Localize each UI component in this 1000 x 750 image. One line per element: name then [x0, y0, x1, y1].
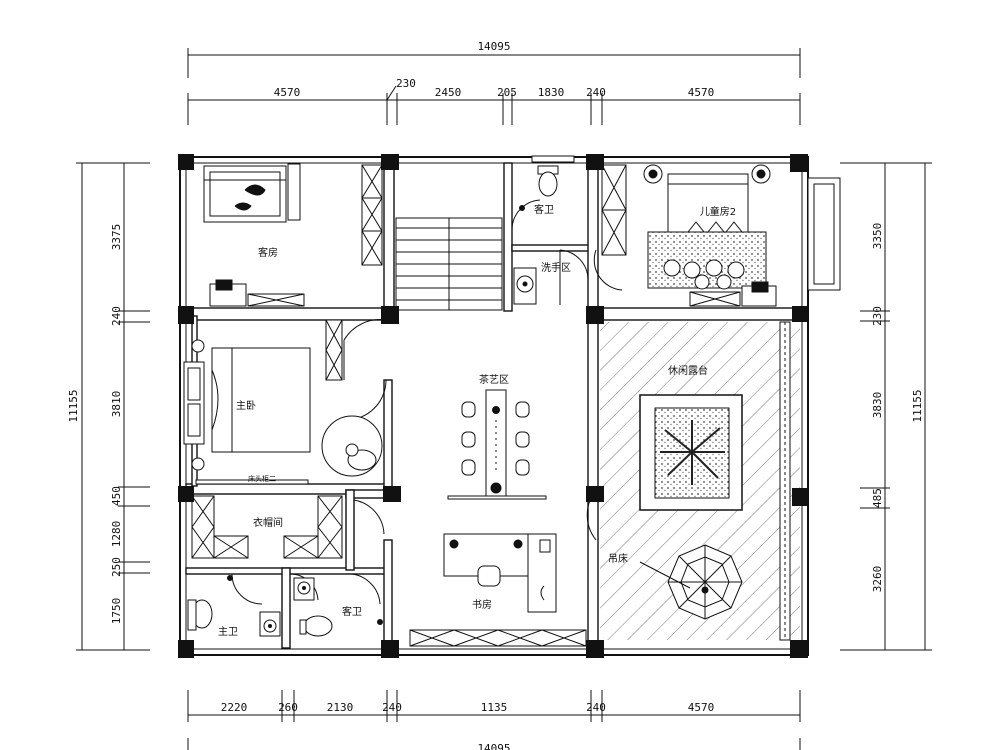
- dim-left-6: 250: [110, 557, 123, 577]
- kids-desk-icon: [689, 281, 777, 307]
- left-dimensions: [76, 162, 150, 651]
- dim-left-3: 3810: [110, 391, 123, 418]
- dim-left-5: 1280: [110, 521, 123, 548]
- study-desk-icon: [443, 533, 557, 613]
- master-chair-icon: [195, 415, 383, 485]
- bottom-dimensions: [187, 690, 801, 750]
- kids-rug-circles: [663, 259, 745, 290]
- label-kids-room: 儿童房2: [700, 205, 736, 218]
- dim-top-4: 205: [497, 86, 517, 99]
- dim-left-total: 11155: [67, 389, 80, 422]
- guest-bath-fixtures-icon: [293, 577, 383, 637]
- dim-bottom-2: 260: [278, 701, 298, 714]
- label-dining: 茶艺区: [479, 373, 509, 386]
- staircase: [395, 217, 503, 311]
- wardrobes: [191, 164, 627, 647]
- dim-right-2: 230: [871, 306, 884, 326]
- dim-right-4: 485: [871, 488, 884, 508]
- dim-left-7: 1750: [110, 598, 123, 625]
- dim-bottom-1: 2220: [221, 701, 248, 714]
- right-dimensions: [840, 162, 932, 651]
- dim-top-7: 4570: [688, 86, 715, 99]
- label-guest-room: 客房: [258, 246, 278, 259]
- label-hammock: 吊床: [608, 552, 628, 565]
- dim-left-2: 240: [110, 306, 123, 326]
- label-leisure-terrace: 休闲露台: [668, 364, 708, 377]
- label-walk-in-closet: 衣帽间: [253, 516, 283, 529]
- dim-bottom-7: 4570: [688, 701, 715, 714]
- label-study: 书房: [472, 598, 492, 611]
- master-toilet-icon: [187, 575, 281, 637]
- dim-right-total: 11155: [911, 389, 924, 422]
- dim-top-total: 14095: [477, 40, 510, 53]
- dim-left-4: 450: [110, 486, 123, 506]
- dim-right-1: 3350: [871, 223, 884, 250]
- label-master-bedroom: 主卧: [236, 399, 256, 412]
- dining-table-icon: [447, 389, 547, 500]
- dim-bottom-total: 14095: [477, 742, 510, 750]
- dim-right-5: 3260: [871, 566, 884, 593]
- dim-bottom-3: 2130: [327, 701, 354, 714]
- dim-top-6: 240: [586, 86, 606, 99]
- dim-top-2: 230: [396, 77, 416, 90]
- label-guest-bath-bottom: 客卫: [342, 605, 362, 618]
- dim-top-3: 2450: [435, 86, 462, 99]
- guest-bed-icon: [203, 163, 301, 223]
- top-dimensions: [187, 48, 801, 125]
- label-guest-bath-top: 客卫: [534, 203, 554, 216]
- dim-top-1: 4570: [274, 86, 301, 99]
- wash-basin-icon: [513, 267, 537, 305]
- balcony: [807, 177, 841, 291]
- columns: [178, 154, 808, 658]
- plant-icon: [660, 420, 725, 485]
- toilet-icon: [519, 155, 575, 211]
- dim-bottom-6: 240: [586, 701, 606, 714]
- dim-top-5: 1830: [538, 86, 565, 99]
- master-bed-icon: [183, 339, 311, 471]
- label-master-bath: 主卫: [218, 626, 238, 638]
- dim-bottom-5: 1135: [481, 701, 508, 714]
- hammock-icon: [639, 544, 743, 620]
- label-wash-area: 洗手区: [541, 261, 571, 274]
- label-master-bedside: 床头柜二: [248, 474, 276, 483]
- dim-left-1: 3375: [110, 224, 123, 251]
- dim-right-3: 3830: [871, 392, 884, 419]
- dim-bottom-4: 240: [382, 701, 402, 714]
- terrace-railing: [779, 321, 791, 641]
- guest-desk-icon: [209, 279, 305, 307]
